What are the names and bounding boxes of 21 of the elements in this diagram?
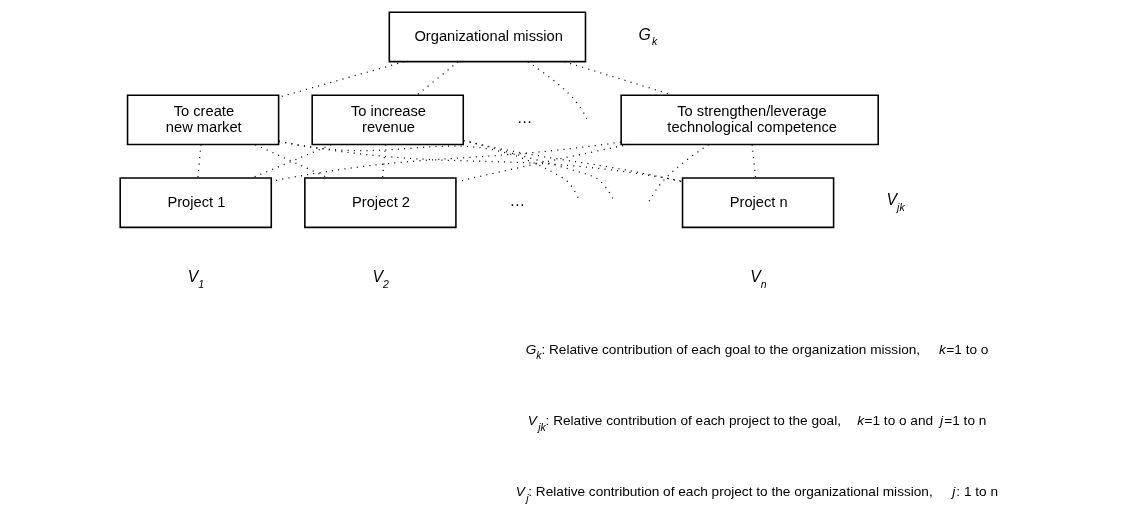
connector	[196, 144, 202, 179]
connector	[455, 143, 630, 183]
label: V$_{jk}$: Relative contribution of each project to the goal, k=1 to o and j=1 to n	[527, 413, 986, 433]
node-box: Project 1	[118, 177, 272, 229]
label: V$_{n}$	[749, 268, 767, 290]
connector	[751, 144, 756, 179]
label: V$_{1}$	[187, 268, 204, 290]
label: V$_{j}$: Relative contribution of each project to the organizational mission, j: 1 to n	[515, 484, 998, 504]
label: …	[508, 192, 525, 210]
label: V$_{jk}$	[886, 191, 905, 213]
node-box: To strengthen/leverage technological competence	[619, 94, 879, 146]
label: V$_{2}$	[372, 268, 389, 290]
node-box: To create new market	[126, 94, 279, 146]
connector	[381, 144, 386, 179]
label: G$_{k}$	[637, 25, 657, 48]
node-box: Organizational mission	[388, 11, 586, 63]
node-box: Project n	[681, 177, 834, 229]
node-box: Project 2	[303, 177, 457, 229]
node-box: To increase revenue	[310, 94, 464, 146]
label: G$_{k}$: Relative contribution of each goal to the organization mission, k=1 to o	[525, 341, 988, 362]
label: …	[516, 109, 532, 127]
